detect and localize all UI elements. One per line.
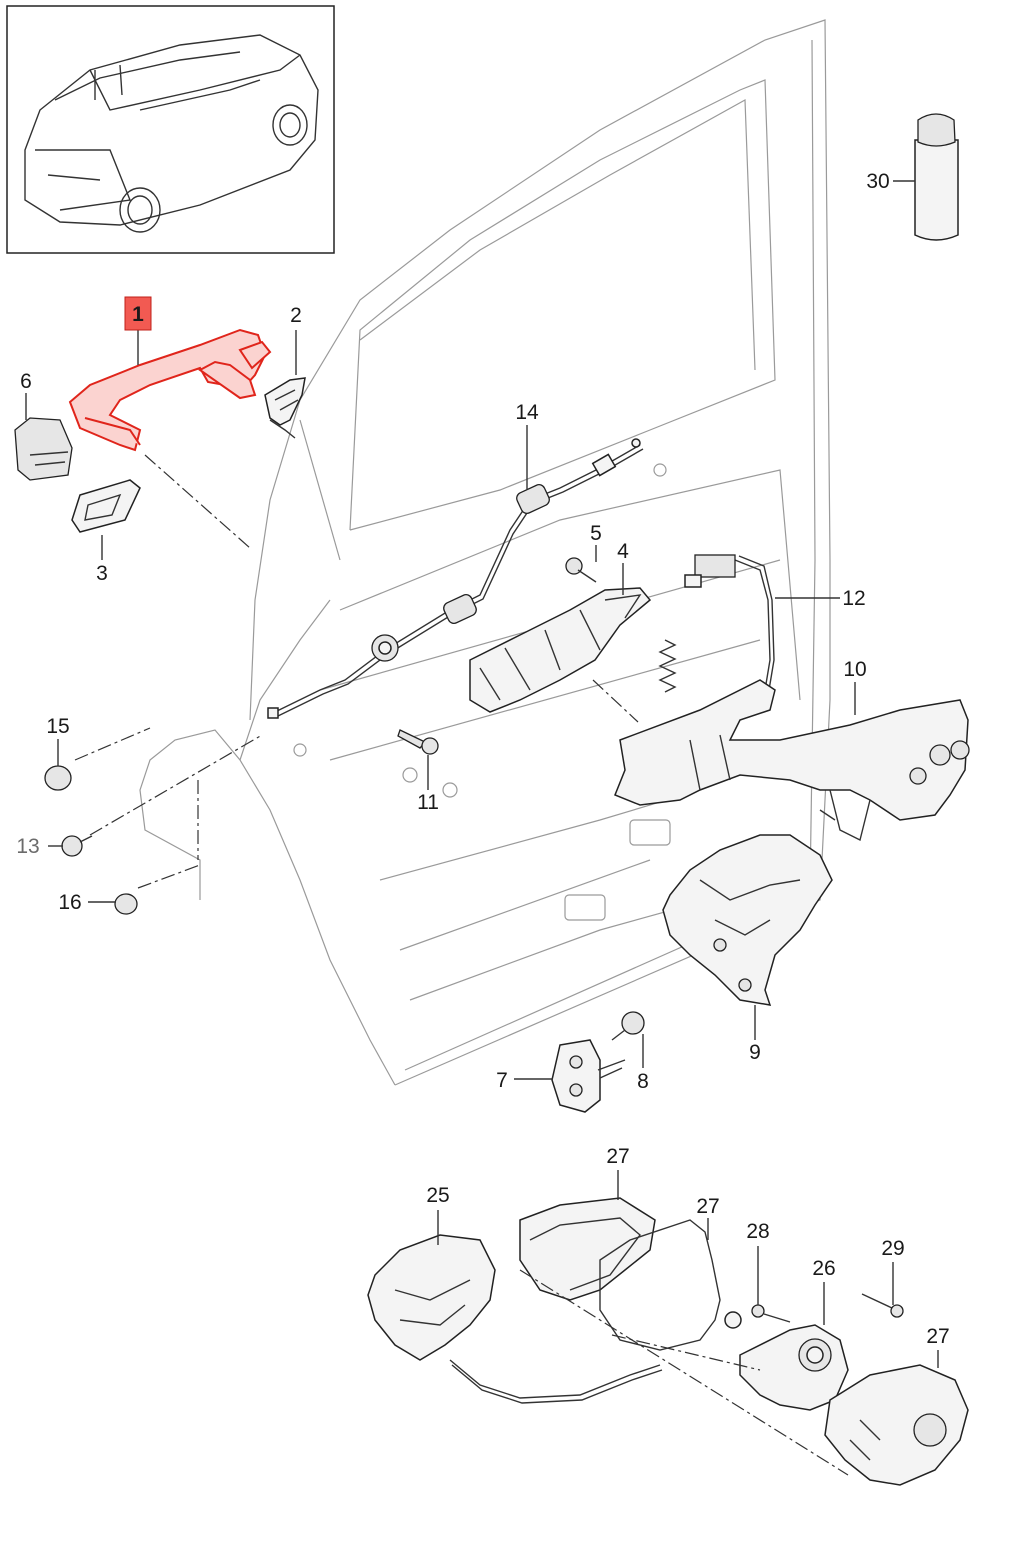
callout-1[interactable]: 1 — [132, 303, 144, 326]
callout-27-mid[interactable]: 27 — [696, 1195, 719, 1218]
callout-15[interactable]: 15 — [46, 715, 69, 738]
part-1-door-handle[interactable] — [68, 328, 272, 452]
callout-27-top[interactable]: 27 — [606, 1145, 629, 1168]
part-16-plug — [114, 893, 138, 915]
part-30-container — [914, 113, 959, 241]
part-5-screw — [565, 557, 597, 583]
callout-12[interactable]: 12 — [842, 587, 865, 610]
callout-7[interactable]: 7 — [496, 1069, 508, 1092]
part-6-lock-cylinder-cap — [14, 417, 73, 481]
vehicle-inset — [6, 5, 335, 254]
reference-lines — [74, 454, 849, 1476]
part-10-bracket — [614, 679, 970, 842]
callouts: 1 2 6 3 14 5 4 12 10 15 11 13 16 9 7 8 3… — [16, 170, 949, 1348]
lower-cable — [449, 1311, 742, 1404]
callout-6[interactable]: 6 — [20, 370, 32, 393]
callout-30[interactable]: 30 — [866, 170, 889, 193]
part-15-plug — [44, 765, 72, 791]
callout-4[interactable]: 4 — [617, 540, 629, 563]
part-9-door-lock — [662, 834, 833, 1006]
part-7-striker — [551, 1039, 626, 1113]
callout-14[interactable]: 14 — [515, 401, 539, 424]
part-29-pin — [861, 1293, 904, 1318]
part-27-seal — [519, 1197, 721, 1351]
part-27-housing — [824, 1364, 969, 1486]
callout-2[interactable]: 2 — [290, 304, 302, 327]
part-8-bolt — [611, 1011, 645, 1041]
callout-28[interactable]: 28 — [746, 1220, 769, 1243]
callout-11[interactable]: 11 — [417, 791, 439, 814]
part-11-screw — [397, 729, 439, 755]
callout-27-right[interactable]: 27 — [926, 1325, 949, 1348]
callout-29[interactable]: 29 — [881, 1237, 904, 1260]
callout-10[interactable]: 10 — [843, 658, 866, 681]
leader-lines — [25, 180, 939, 1368]
callout-8[interactable]: 8 — [637, 1070, 649, 1093]
part-13-clip — [61, 835, 93, 857]
part-4-handle-carrier — [469, 587, 652, 713]
callout-26[interactable]: 26 — [812, 1257, 835, 1280]
callout-13[interactable]: 13 — [16, 835, 39, 858]
callout-16[interactable]: 16 — [58, 891, 81, 914]
callout-9[interactable]: 9 — [749, 1041, 761, 1064]
part-2-handle-bracket — [264, 377, 306, 439]
part-14-cable — [267, 438, 644, 719]
spring — [658, 639, 677, 693]
callout-5[interactable]: 5 — [590, 522, 602, 545]
part-25-lock-assembly — [367, 1234, 496, 1361]
part-12-cable — [684, 554, 775, 691]
part-28-screw — [751, 1304, 791, 1323]
vehicle-icon — [24, 34, 319, 233]
callout-25[interactable]: 25 — [426, 1184, 449, 1207]
door-frame — [139, 19, 831, 1086]
part-26-motor — [739, 1324, 849, 1411]
callout-3[interactable]: 3 — [96, 562, 108, 585]
part-3-gasket — [71, 479, 141, 533]
highlight-badge — [124, 296, 152, 331]
